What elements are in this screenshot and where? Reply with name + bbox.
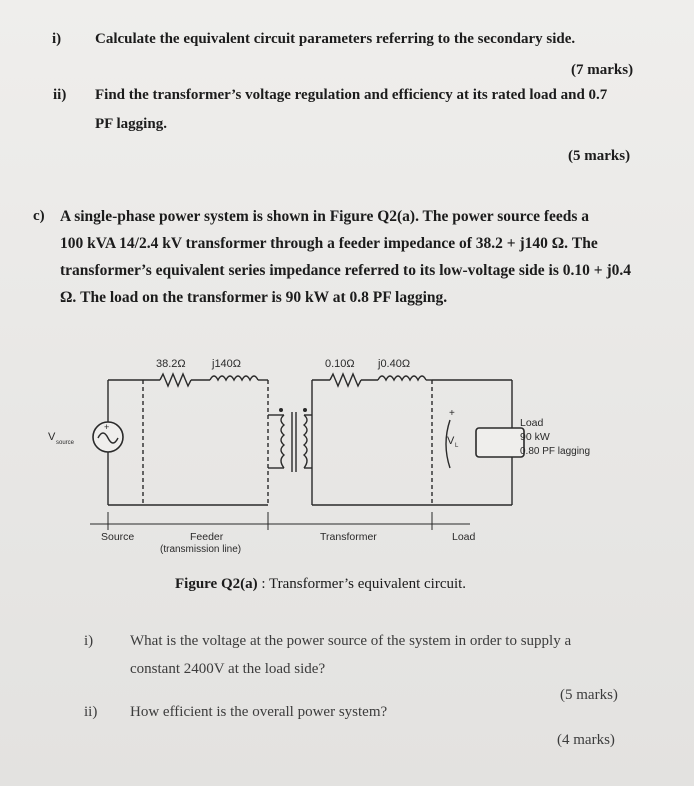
vsource-subscript: source xyxy=(56,440,75,446)
caption-text: : Transformer’s equivalent circuit. xyxy=(261,576,467,592)
marks-label: (5 marks) xyxy=(560,687,618,703)
question-text: Find the transformer’s voltage regulatio… xyxy=(95,87,608,103)
circuit-diagram: + 38.2Ω j140Ω 0.10Ω j0.40Ω V source + V … xyxy=(48,358,590,555)
polarity-dot xyxy=(279,408,283,412)
load-title: Load xyxy=(520,417,544,429)
question-number: ii) xyxy=(53,87,67,103)
statement-line: 100 kVA 14/2.4 kV transformer through a … xyxy=(60,235,598,252)
vsource-label: V xyxy=(48,431,56,443)
part-label: c) xyxy=(33,208,45,224)
voltage-bracket xyxy=(445,419,451,469)
marks-label: (5 marks) xyxy=(568,148,631,164)
problem-statement: A single-phase power system is shown in … xyxy=(60,203,644,311)
marks-label: (7 marks) xyxy=(571,62,634,78)
vload-plus: + xyxy=(449,408,455,419)
sine-icon xyxy=(97,432,119,444)
load-power: 90 kW xyxy=(520,431,550,443)
section-source: Source xyxy=(101,531,134,543)
statement-line: Ω. The load on the transformer is 90 kW … xyxy=(60,289,448,306)
vload-subscript: L xyxy=(455,443,459,449)
question-text: Calculate the equivalent circuit paramet… xyxy=(95,31,576,47)
primary-winding xyxy=(280,414,286,469)
section-feeder-sub: (transmission line) xyxy=(160,544,241,555)
statement-line: transformer’s equivalent series impedanc… xyxy=(60,262,632,279)
feeder-reactance-label: j140Ω xyxy=(211,358,241,370)
caption-label: Figure Q2(a) xyxy=(175,576,258,592)
statement-line: A single-phase power system is shown in … xyxy=(60,208,590,225)
feeder-resistance-label: 38.2Ω xyxy=(156,358,186,370)
vload-label: V xyxy=(447,435,455,447)
inductor-transformer xyxy=(377,375,427,382)
secondary-winding xyxy=(302,414,308,469)
source-plus: + xyxy=(104,422,109,432)
load-pf: 0.80 PF lagging xyxy=(520,446,590,457)
question-text: PF lagging. xyxy=(95,116,167,132)
xfmr-reactance-label: j0.40Ω xyxy=(377,358,410,370)
figure-caption: Figure Q2(a) : Transformer’s equivalent … xyxy=(175,576,466,593)
question-text: constant 2400V at the load side? xyxy=(130,661,326,677)
question-number: i) xyxy=(84,633,94,649)
xfmr-resistance-label: 0.10Ω xyxy=(325,358,355,370)
question-text: How efficient is the overall power syste… xyxy=(130,704,388,720)
marks-label: (4 marks) xyxy=(557,732,615,748)
section-transformer: Transformer xyxy=(320,531,377,543)
inductor-feeder xyxy=(209,375,259,382)
resistor-feeder xyxy=(159,372,192,388)
polarity-dot xyxy=(303,408,307,412)
question-number: ii) xyxy=(84,704,98,720)
question-text: What is the voltage at the power source … xyxy=(130,633,572,649)
section-load: Load xyxy=(452,531,476,543)
section-feeder: Feeder xyxy=(190,531,224,543)
resistor-transformer xyxy=(329,372,362,388)
question-number: i) xyxy=(52,31,62,47)
load-box xyxy=(475,427,525,458)
